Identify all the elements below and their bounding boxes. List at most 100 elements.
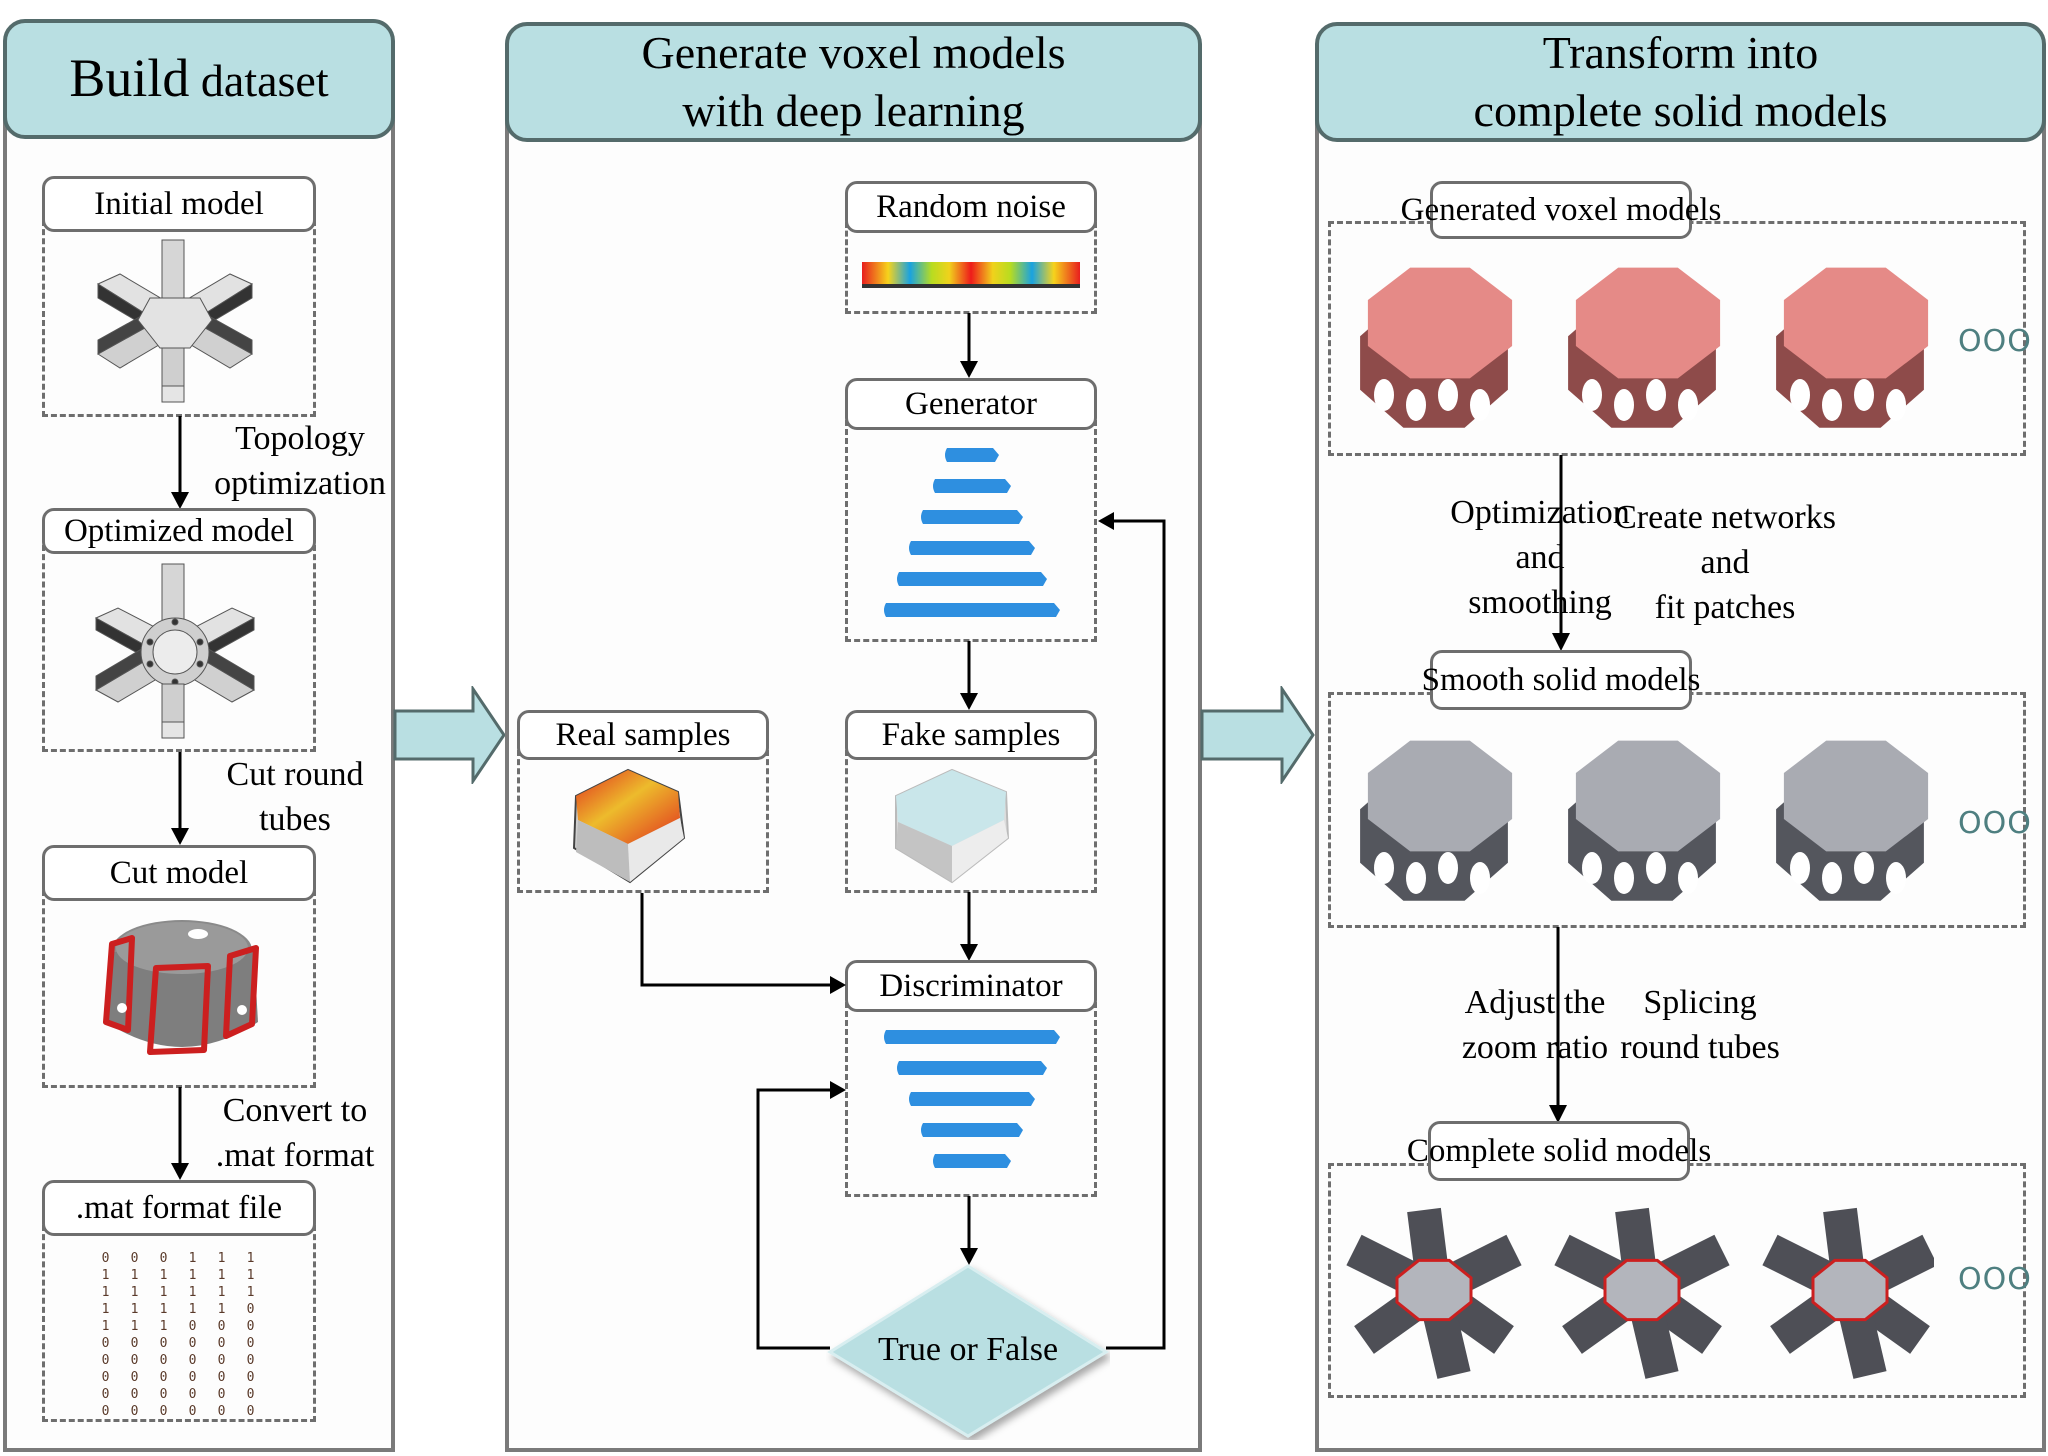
matrix-cell: 0 [130,1353,139,1368]
discriminator-layer-bar [909,1092,1035,1106]
matrix-cell: 1 [159,1302,168,1317]
matrix-cell: 0 [101,1251,110,1266]
generator-layer-icon [884,448,1060,617]
voxel-to-smooth-arrow [1552,455,1570,651]
matrix-cell: 0 [130,1370,139,1385]
topology-arrow [171,416,189,509]
matrix-cell: 1 [159,1319,168,1334]
transition-splicing: Splicing round tubes [1585,980,1815,1070]
smooth-model-3 [1776,740,1929,901]
matrix-cell: 0 [217,1387,226,1402]
matrix-cell: 0 [217,1370,226,1385]
matrix-cell: 0 [159,1336,168,1351]
decision-label: True or False [877,1331,1059,1368]
transition-cut-tubes: Cut round tubes [205,752,385,842]
complete-model-1 [1346,1207,1522,1379]
matrix-cell: 0 [188,1404,197,1419]
transition-convert-line1: Convert to [222,1092,368,1129]
matrix-cell: 0 [101,1353,110,1368]
discriminator-to-decision-arrow [960,1196,978,1265]
matrix-cell: 0 [159,1353,168,1368]
matrix-cell: 0 [159,1370,168,1385]
voxel-models-row [1334,245,1934,450]
zoom-line1: Adjust the [1464,984,1606,1021]
matrix-cell: 0 [188,1336,197,1351]
smooth-models-graphic [1360,740,1929,901]
matrix-cell: 1 [101,1319,110,1334]
matrix-cell: 1 [188,1251,197,1266]
smooth-model-1 [1360,740,1513,901]
matrix-cell: 1 [246,1251,255,1266]
smooth-model-2 [1568,740,1721,901]
discriminator-layer-bar [921,1123,1023,1137]
matrix-cell: 0 [217,1336,226,1351]
matrix-cell: 1 [101,1302,110,1317]
voxel-model-2 [1568,267,1721,428]
discriminator-label: Discriminator [845,960,1097,1012]
transition-topology: Topology optimization [200,416,400,506]
voxel-models-label: Generated voxel models [1401,181,1721,239]
matrix-cell: 1 [101,1268,110,1283]
matrix-cell: 0 [188,1370,197,1385]
generator-to-fake-arrow [960,641,978,710]
matrix-cell: 0 [101,1404,110,1419]
voxel-model-1 [1360,267,1513,428]
smooth-models-row [1334,718,1934,923]
matrix-cell: 1 [159,1285,168,1300]
matrix-cell: 0 [101,1336,110,1351]
splice-line1: Splicing [1643,984,1757,1021]
generator-layer-bar [884,603,1060,617]
matrix-cell: 1 [188,1302,197,1317]
transition-cut-line1: Cut round [226,756,364,793]
matrix-cell: 1 [217,1302,226,1317]
matrix-cell: 0 [188,1319,197,1334]
discriminator-layer-icon [884,1030,1060,1168]
random-noise-label: Random noise [845,181,1097,233]
optimized-model-label: Optimized model [42,508,316,554]
generate-title-line2: with deep learning [682,85,1025,136]
matrix-cell: 1 [130,1319,139,1334]
build-dataset-header: Build dataset [3,19,395,139]
fake-sample-hexagon-icon [895,768,1010,884]
initial-model-label: Initial model [42,176,316,232]
transition-adjust-zoom: Adjust the zoom ratio [1420,980,1650,1070]
generator-layer-bar [945,448,999,462]
matrix-cell: 0 [246,1370,255,1385]
matrix-cell: 1 [246,1285,255,1300]
stage-arrow-1 [393,686,506,784]
zoom-line2: zoom ratio [1461,1029,1609,1066]
cut-tubes-arrow [171,752,189,845]
noise-vector-icon [862,262,1080,288]
transition-create-networks: Create networks and fit patches [1580,495,1870,630]
discriminator-layer-bar [884,1030,1060,1044]
matrix-cell: 1 [188,1268,197,1283]
opt-line1: Optimization [1450,494,1630,531]
net-line2: and [1700,544,1750,581]
matrix-cell: 0 [159,1251,168,1266]
transition-convert: Convert to .mat format [200,1088,390,1178]
net-line3: fit patches [1654,589,1796,626]
transition-convert-line2: .mat format [215,1137,375,1174]
matrix-cell: 0 [159,1387,168,1402]
transform-header: Transform into complete solid models [1315,22,2046,142]
convert-arrow [171,1087,189,1180]
matrix-cell: 0 [217,1353,226,1368]
optimized-node-icon [94,563,256,739]
transform-title-line1: Transform into [1542,27,1819,78]
voxel-models-graphic [1360,267,1929,428]
matrix-cell: 0 [101,1370,110,1385]
transform-title-line2: complete solid models [1473,85,1888,136]
matrix-cell: 1 [217,1251,226,1266]
splice-line2: round tubes [1620,1029,1780,1066]
generator-label: Generator [845,378,1097,430]
matrix-cell: 0 [130,1336,139,1351]
generator-layer-bar [897,572,1047,586]
real-samples-label: Real samples [517,710,769,760]
